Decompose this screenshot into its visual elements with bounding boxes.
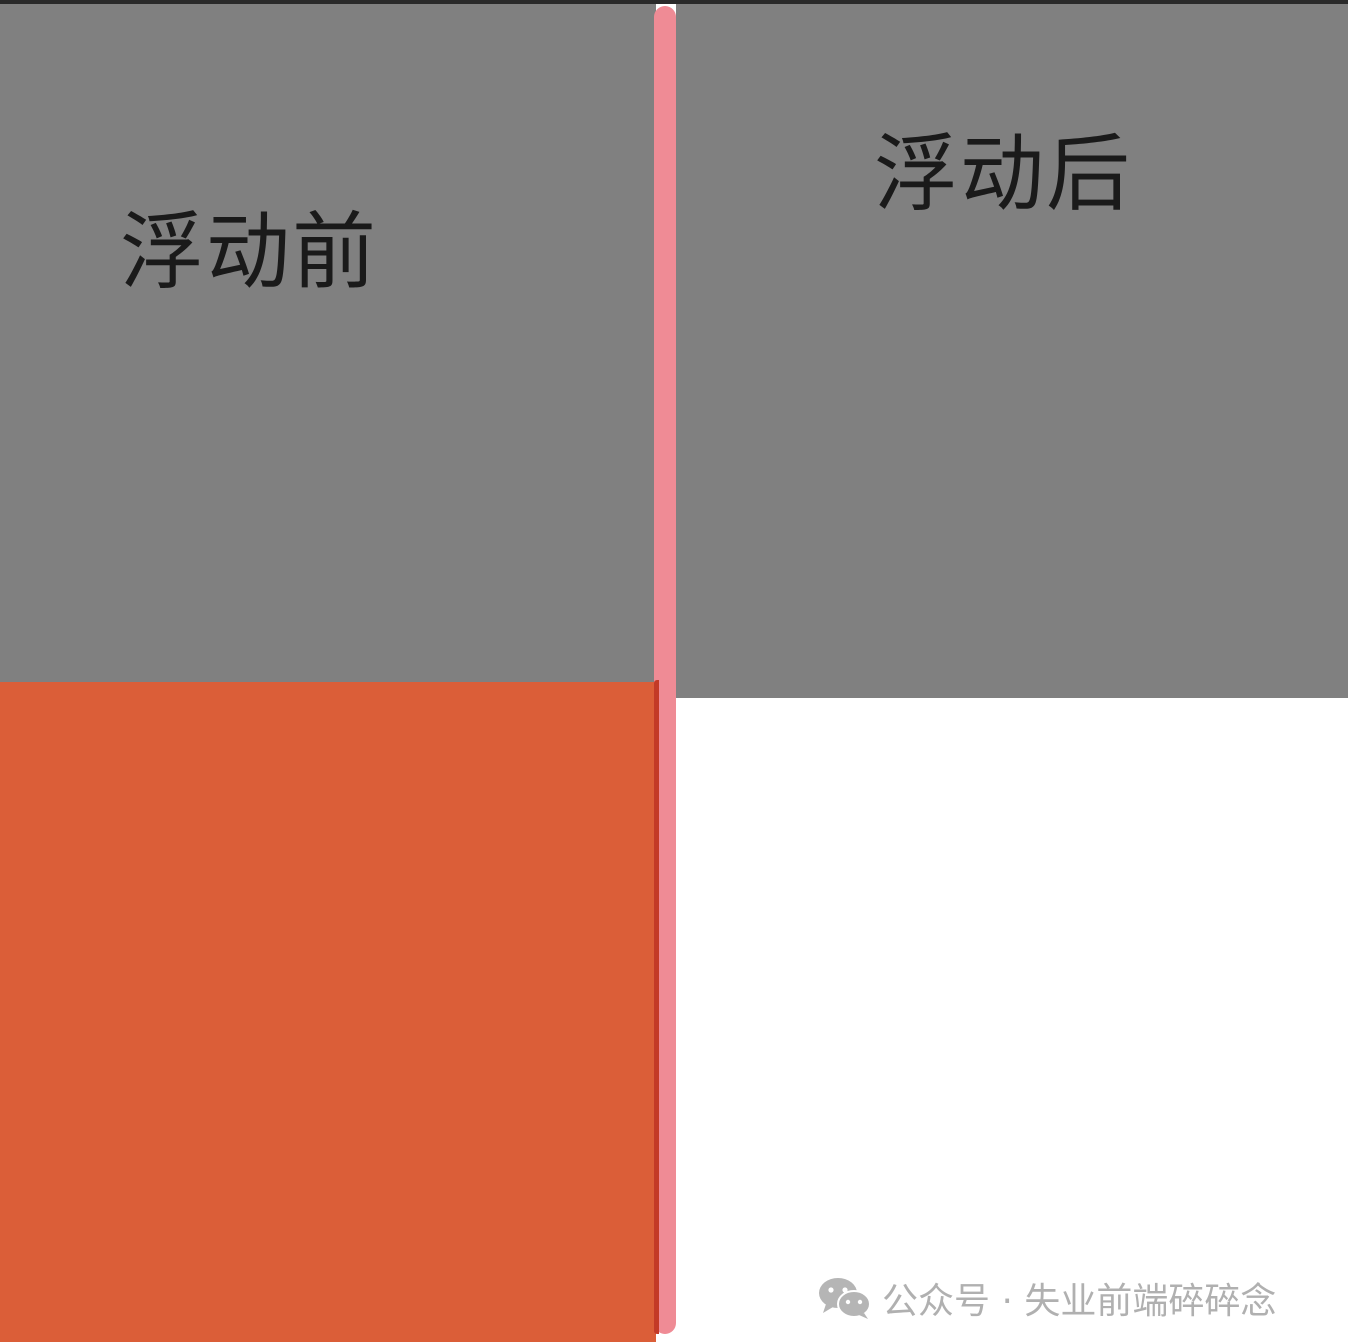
orange-block-before (0, 682, 656, 1342)
before-float-panel: 浮动前 (0, 4, 656, 1342)
gray-block-after (676, 4, 1348, 698)
label-before-float: 浮动前 (120, 203, 379, 301)
watermark-text: 公众号 · 失业前端碎碎念 (882, 1281, 1277, 1322)
panel-divider (654, 6, 676, 1334)
wechat-icon (818, 1276, 872, 1320)
gray-block-before (0, 4, 656, 682)
label-after-float: 浮动后 (874, 125, 1133, 223)
panel-divider-edge (654, 680, 659, 1334)
after-float-panel: 浮动后 (676, 4, 1348, 1342)
top-border (0, 0, 1348, 4)
watermark: 公众号 · 失业前端碎碎念 (818, 1272, 1276, 1324)
